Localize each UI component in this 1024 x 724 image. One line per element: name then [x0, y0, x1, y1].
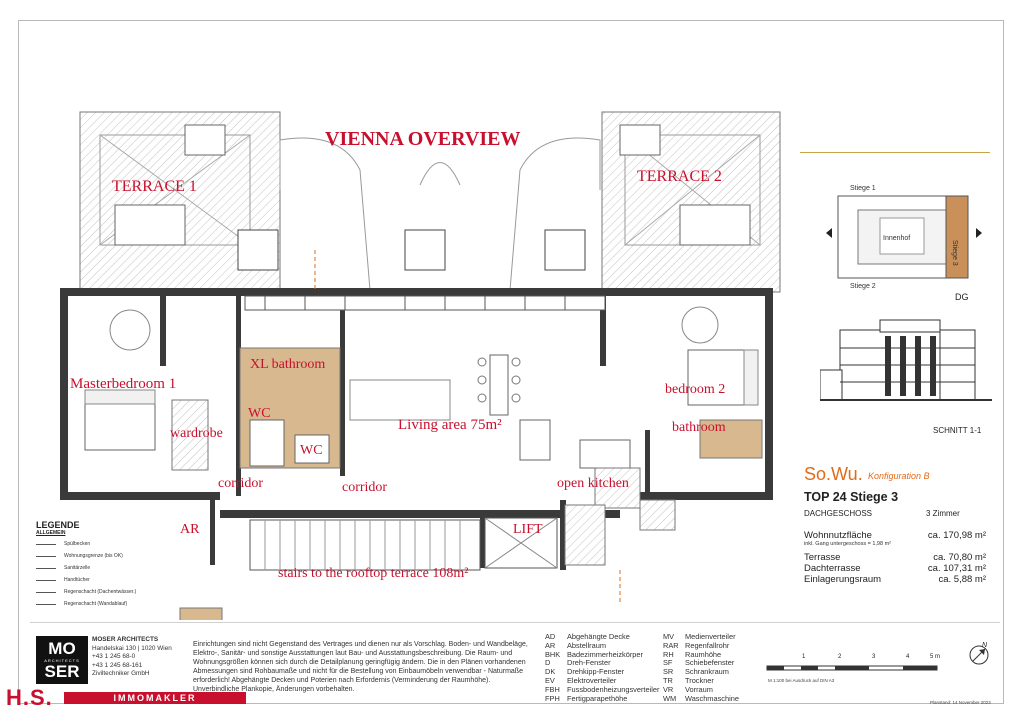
legend-row: Sanitärzelle	[36, 562, 156, 574]
legend-row: Regenschacht (Dachentwässer.)	[36, 586, 156, 598]
label-corridor-1: corridor	[218, 476, 264, 491]
label-bedroom-2: bedroom 2	[665, 382, 726, 397]
plan-title: VIENNA OVERVIEW	[325, 128, 521, 150]
label-living-area: Living area 75m²	[398, 417, 502, 433]
legend-row: Wohnungsgrenze (bis OK)	[36, 550, 156, 562]
configuration: Konfiguration B	[868, 471, 930, 481]
keyplan-stiege3-highlight	[945, 195, 969, 279]
label-stairs: stairs to the rooftop terrace 108m²	[278, 566, 469, 581]
area-note: inkl. Gang untergeschoss = 1,98 m²	[804, 541, 891, 547]
north-arrow-icon	[969, 645, 989, 665]
unit-title: TOP 24 Stiege 3	[804, 490, 899, 504]
label-wc-2: WC	[300, 443, 323, 458]
dining-table	[489, 354, 509, 416]
scale-note: M 1:100 bei Ausdruck auf DIN A3	[768, 678, 835, 683]
label-terrace-1: TERRACE 1	[112, 178, 197, 195]
label-bathroom: bathroom	[672, 420, 726, 435]
legend-title: LEGENDE	[36, 520, 80, 530]
floor-label: DACHGESCHOSS	[804, 509, 873, 518]
label-masterbedroom: Masterbedroom 1	[70, 376, 177, 392]
scale-tick-3: 3	[872, 654, 876, 660]
scale-tick-4: 4	[906, 654, 910, 660]
brand-name: So.Wu.	[804, 464, 863, 484]
label-ar: AR	[180, 522, 200, 537]
scale-tick-5: 5 m	[930, 654, 941, 660]
section-drawing	[820, 319, 992, 401]
plan-date: Planstand: 14 November 2023	[930, 700, 991, 705]
staircase	[249, 519, 481, 571]
label-corridor-2: corridor	[342, 480, 388, 495]
section-label: SCHNITT 1-1	[933, 426, 982, 435]
keyplan-stiege3: Stiege 3	[951, 240, 958, 266]
bathroom-2-area	[699, 419, 763, 459]
keyplan-dg: DG	[955, 292, 969, 302]
keyplan-stiege1: Stiege 1	[850, 185, 876, 192]
scale-bar	[766, 665, 938, 671]
label-xl-bathroom: XL bathroom	[250, 357, 326, 372]
keyplan-innenhof: Innenhof	[883, 235, 911, 242]
keyplan	[826, 195, 982, 279]
floor-plan-drawing	[60, 111, 781, 620]
legend-subtitle: ALLGEMEIN	[36, 530, 66, 536]
legend-row: Handtücher	[36, 574, 156, 586]
label-terrace-2: TERRACE 2	[637, 168, 722, 185]
label-wc-1: WC	[248, 406, 271, 421]
keyplan-stiege2: Stiege 2	[850, 283, 876, 290]
sofa	[349, 379, 451, 421]
north-label: N	[982, 642, 988, 649]
legend-row: Regenschacht (Wandablauf)	[36, 598, 156, 610]
disclaimer-text: Einrichtungen sind nicht Gegenstand des …	[193, 641, 528, 693]
scale-tick-1: 1	[802, 654, 806, 660]
footer-divider	[30, 622, 1000, 623]
kitchen-island	[579, 439, 631, 469]
architect-contact: MOSER ARCHITECTS Handelskai 130 | 1020 W…	[92, 636, 172, 678]
page-frame	[18, 20, 1004, 704]
room-count: 3 Zimmer	[926, 509, 960, 518]
moser-logo: MO ARCHITECTS SER	[36, 636, 88, 684]
scale-tick-2: 2	[838, 654, 842, 660]
legend: LEGENDE ALLGEMEIN Spülbecken Wohnungsgre…	[36, 520, 156, 610]
label-open-kitchen: open kitchen	[557, 476, 629, 491]
legend-row: Spülbecken	[36, 538, 156, 550]
label-wardrobe: wardrobe	[170, 426, 223, 441]
accent-line	[800, 152, 990, 153]
immomakler-logo: H.S. IMMOMAKLER	[6, 686, 246, 710]
label-lift: LIFT	[513, 522, 543, 537]
